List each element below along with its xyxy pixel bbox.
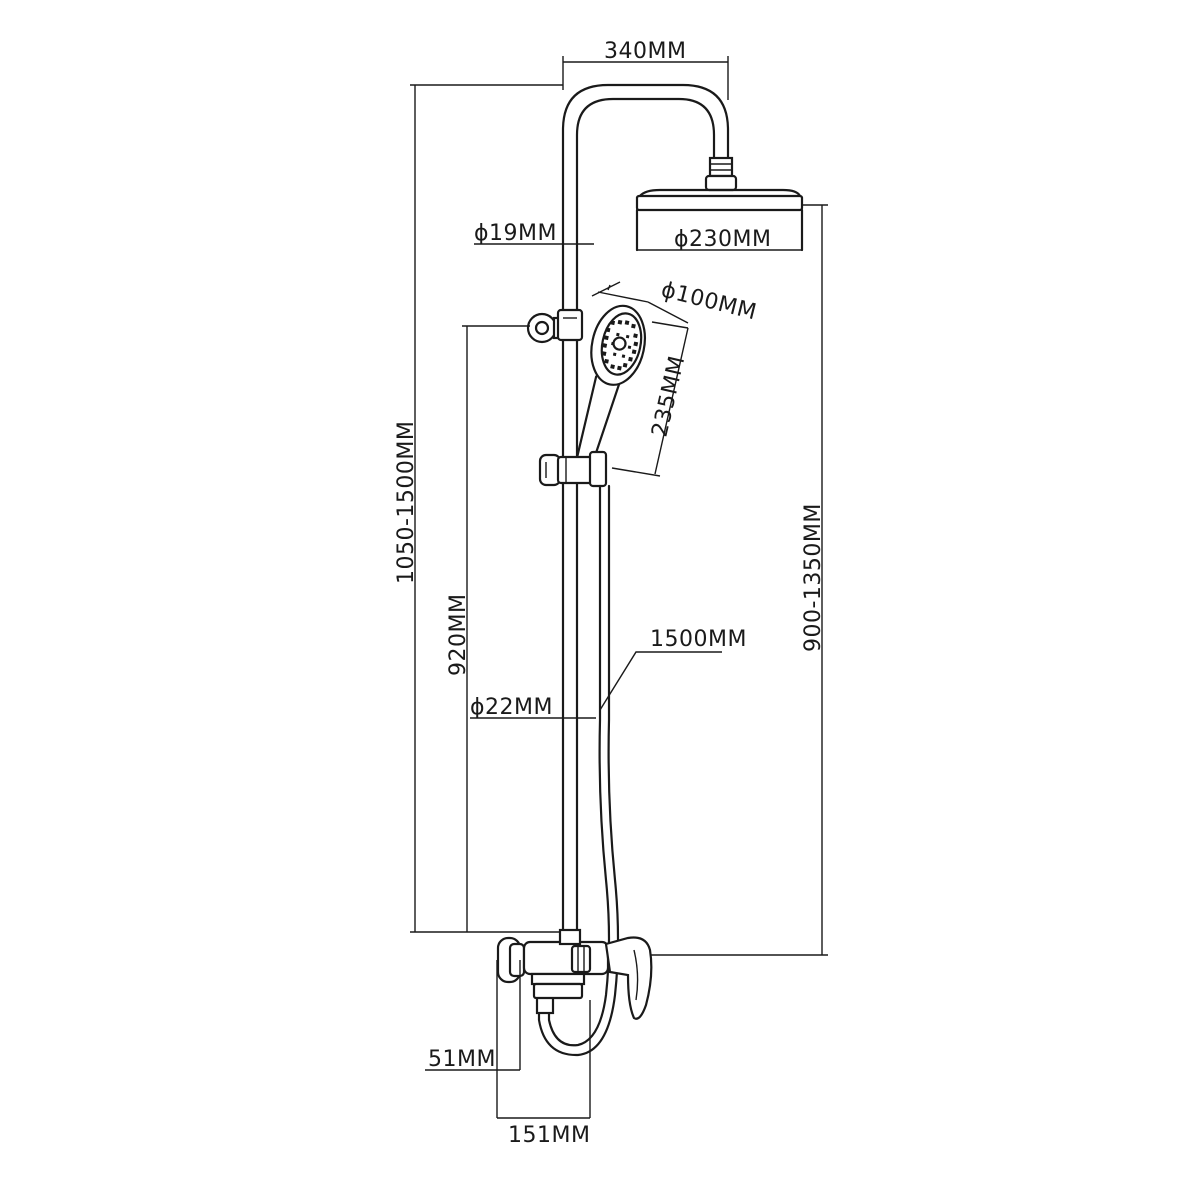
dim-head-height: 900-1350MM	[801, 503, 826, 652]
rain-shower-head	[635, 156, 804, 252]
dim-hand-shower-diameter: ϕ100MM	[659, 278, 760, 326]
dim-pipe-diameter-bottom: ϕ22MM	[470, 695, 553, 720]
dim-top-width: 340MM	[604, 39, 686, 64]
dim-hand-shower-length: 235MM	[647, 353, 690, 439]
mixer-valve	[496, 928, 653, 1020]
hand-shower	[574, 304, 646, 469]
dimension-lines	[410, 56, 828, 1119]
dim-wall-offset: 51MM	[428, 1047, 496, 1072]
riser-pipe	[561, 83, 730, 932]
dim-bracket-height: 920MM	[446, 594, 471, 676]
dim-shower-head-diameter: ϕ230MM	[674, 227, 771, 252]
dim-hose-length: 1500MM	[650, 627, 747, 652]
dim-pipe-diameter-top: ϕ19MM	[474, 221, 557, 246]
slide-holder	[538, 450, 608, 488]
wall-bracket	[526, 308, 584, 344]
dim-mixer-depth: 151MM	[508, 1123, 590, 1148]
dim-overall-height: 1050-1500MM	[394, 421, 419, 584]
